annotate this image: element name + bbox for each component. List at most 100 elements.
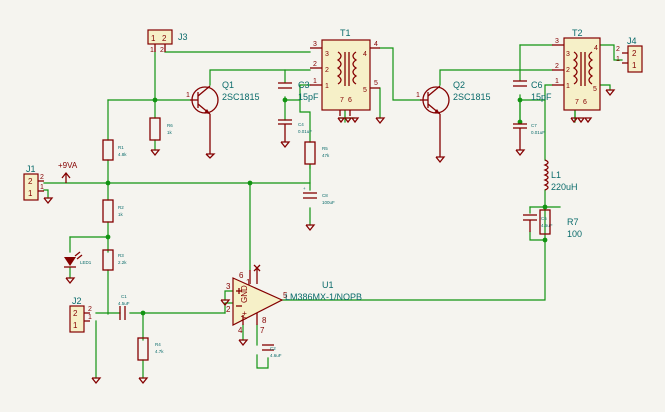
ground-symbols <box>43 89 616 385</box>
r5-value: 47k <box>322 153 330 158</box>
u1-vplus-label: V+ <box>240 311 249 321</box>
t1-pin4: 4 <box>374 41 378 48</box>
t1-inner4: 4 <box>363 51 367 58</box>
resistor-r1: R1 4.8k <box>102 139 127 161</box>
t1-pin6: 6 <box>348 97 352 104</box>
j4-pin2-label: 2 <box>616 46 620 53</box>
r4-value: 4.7k <box>155 349 164 354</box>
u1-pin6: 6 <box>239 271 244 280</box>
capacitor-c4: C4 0.01uF <box>278 119 312 142</box>
u1-value: LM386MX-1/NOPB <box>285 292 362 302</box>
transistor-q2: 1 Q2 2SC1815 <box>416 80 491 140</box>
t2-pin2: 2 <box>555 63 559 70</box>
c4-value: 0.01uF <box>298 129 312 134</box>
connector-j3: 1 2 1 2 J3 <box>147 29 188 54</box>
l1-value: 220uH <box>551 182 578 192</box>
t2-pin3: 3 <box>555 38 559 45</box>
t2-pin5: 5 <box>593 86 597 93</box>
capacitor-c5: C5 4.6uF <box>523 214 553 232</box>
c5-ref: C5 <box>541 216 547 221</box>
capacitor-c2: C2 4.6uF <box>262 344 282 358</box>
j1-pin2-label: 2 <box>40 174 44 181</box>
resistor-r2: R2 1k <box>102 199 124 223</box>
capacitor-c3: C3 15pF <box>278 80 319 102</box>
r3-value: 2.2k <box>118 260 127 265</box>
u1-pin1: 1 <box>246 278 251 287</box>
t1-inner2: 2 <box>325 67 329 74</box>
j3-pin1-label: 1 <box>150 47 154 54</box>
t1-pin7: 7 <box>340 97 344 104</box>
t1-inner5: 5 <box>363 87 367 94</box>
amplifier-u1: 6 3 2 4 7 5 8 1 GND V+ U1 LM386MX-1/NOPB <box>226 264 362 335</box>
connector-j2: 2 1 2 1 J2 <box>69 296 92 333</box>
r6-value: 1k <box>167 130 173 135</box>
t1-ref: T1 <box>340 28 351 38</box>
l1-ref: L1 <box>551 170 561 180</box>
t2-inner1: 1 <box>566 83 570 90</box>
j4-pin2-num: 2 <box>632 49 637 58</box>
j3-pin1-num: 1 <box>151 34 156 43</box>
junctions <box>105 97 548 316</box>
j2-pin2-label: 2 <box>88 306 92 313</box>
resistor-r5: R5 47k <box>304 141 330 165</box>
r5-ref: R5 <box>322 146 328 151</box>
q2-pin1: 1 <box>416 92 420 99</box>
u1-ref: U1 <box>322 280 334 290</box>
j2-pin1-num: 1 <box>73 321 78 330</box>
c7-value: 0.01uF <box>531 130 545 135</box>
power-9va: +9VA <box>58 161 78 183</box>
r2-ref: R2 <box>118 205 124 210</box>
capacitor-c7: C7 0.01uF <box>513 123 545 150</box>
j3-ref: J3 <box>178 32 188 42</box>
c2-ref: C2 <box>270 346 276 351</box>
connector-j4: 2 1 2 1 J4 <box>616 36 643 73</box>
j1-pin1-num: 1 <box>28 189 33 198</box>
resistor-r7: R7 100 <box>539 209 582 239</box>
t2-inner3: 3 <box>566 51 570 58</box>
j3-pin2-num: 2 <box>162 34 167 43</box>
j1-pin1-label: 1 <box>40 184 44 191</box>
u1-pin2: 2 <box>226 305 231 314</box>
inductor-l1: L1 220uH <box>543 159 578 192</box>
transformer-t1: 3 2 1 4 5 3 2 1 4 5 7 6 T1 <box>310 28 380 116</box>
q1-pin1: 1 <box>186 92 190 99</box>
c3-value: 15pF <box>298 92 319 102</box>
t2-pin4: 4 <box>594 45 598 52</box>
capacitor-c8: + C8 100uF <box>303 186 335 205</box>
capacitor-c6: C6 15pF <box>513 80 552 102</box>
j1-pin2-num: 2 <box>28 177 33 186</box>
j2-pin2-num: 2 <box>73 309 78 318</box>
t1-inner3: 3 <box>325 51 329 58</box>
c1-ref: C1 <box>121 294 127 299</box>
t1-pin5: 5 <box>374 80 378 87</box>
u1-pin5: 5 <box>283 291 288 300</box>
capacitor-c1: C1 4.5uF <box>118 294 130 320</box>
connector-j1: 2 1 2 1 J1 <box>23 164 44 201</box>
c2-value: 4.6uF <box>270 353 282 358</box>
q1-ref: Q1 <box>222 80 234 90</box>
t2-inner2: 2 <box>566 67 570 74</box>
c4-ref: C4 <box>298 122 304 127</box>
transistor-q1: 1 Q1 2SC1815 <box>186 80 260 126</box>
c8-plus: + <box>303 186 306 191</box>
c3-ref: C3 <box>298 80 310 90</box>
resistor-r3: R3 2.2k <box>102 249 127 271</box>
u1-pin3: 3 <box>226 282 231 291</box>
j4-pin1-num: 1 <box>632 61 637 70</box>
r6-ref: R6 <box>167 123 173 128</box>
q2-ref: Q2 <box>453 80 465 90</box>
u1-pin4: 4 <box>238 326 243 335</box>
c6-value: 15pF <box>531 92 552 102</box>
j2-ref: J2 <box>72 296 82 306</box>
led-led1: LED1 <box>64 251 92 268</box>
c7-ref: C7 <box>531 123 537 128</box>
c1-value: 4.5uF <box>118 301 130 306</box>
resistor-r4: R4 4.7k <box>137 337 164 361</box>
u1-gnd-label: GND <box>240 285 249 303</box>
t1-inner1: 1 <box>325 83 329 90</box>
r7-value: 100 <box>567 229 582 239</box>
r1-value: 4.8k <box>118 152 127 157</box>
c8-ref: C8 <box>322 193 328 198</box>
